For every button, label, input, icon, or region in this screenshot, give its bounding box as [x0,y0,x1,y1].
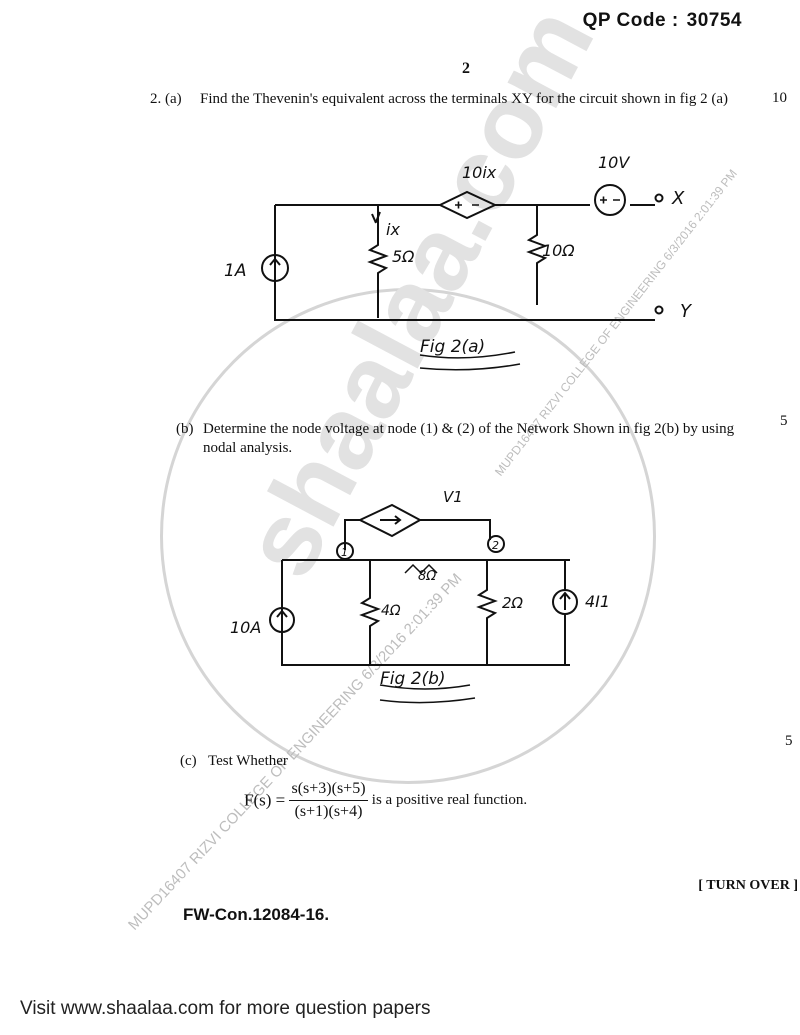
fraction: s(s+3)(s+5) (s+1)(s+4) [289,780,368,821]
q2c-marks: 5 [785,733,793,749]
label-ix: ix [386,220,400,239]
turn-over: [ TURN OVER ] [698,878,798,893]
q2a-marks: 10 [772,90,787,106]
label-10ix: 10ix [462,163,497,182]
q2c-label: (c) [180,753,197,769]
func-rhs: is a positive real function. [371,792,528,808]
caption-fig2a: Fig 2(a) [420,337,485,357]
terminal-x: X [671,188,685,209]
q2a-text: Find the Thevenin's equivalent across th… [200,91,728,107]
label-10v: 10V [598,153,630,172]
label-1a: 1A [224,261,246,281]
label-4ohm: 4Ω [381,603,401,619]
denominator: (s+1)(s+4) [294,803,363,820]
node-1: 1 [341,546,348,559]
label-2ohm: 2Ω [502,594,524,612]
con-code: FW-Con.12084-16. [183,905,330,924]
q2b-marks: 5 [780,413,788,429]
label-10ohm: 10Ω [542,241,575,260]
watermark-circle [160,288,656,784]
caption-fig2b: Fig 2(b) [380,669,446,689]
visit-link[interactable]: Visit www.shaalaa.com for more question … [20,998,431,1019]
label-4i1: 4I1 [585,592,610,611]
numerator: s(s+3)(s+5) [289,780,368,801]
label-10a: 10A [230,618,261,637]
label-5ohm: 5Ω [392,247,415,266]
func-lhs: F(s) = [244,790,286,810]
qp-label: QP Code : [582,10,679,31]
node-2: 2 [492,539,499,552]
q2a-label: 2. (a) [150,91,182,107]
qp-code-value: 30754 [686,10,742,31]
q2b-label: (b) [176,421,194,437]
qp-code: QP Code : 30754 [583,10,742,32]
terminal-y: Y [680,301,693,322]
q2b-text: Determine the node voltage at node (1) &… [203,421,735,456]
transfer-function: F(s) = s(s+3)(s+5) (s+1)(s+4) is a posit… [244,780,527,821]
q2c-text: Test Whether [208,753,288,769]
page-number: 2 [462,60,470,77]
label-v1: V1 [443,488,463,506]
label-8ohm: 8Ω [418,569,436,584]
